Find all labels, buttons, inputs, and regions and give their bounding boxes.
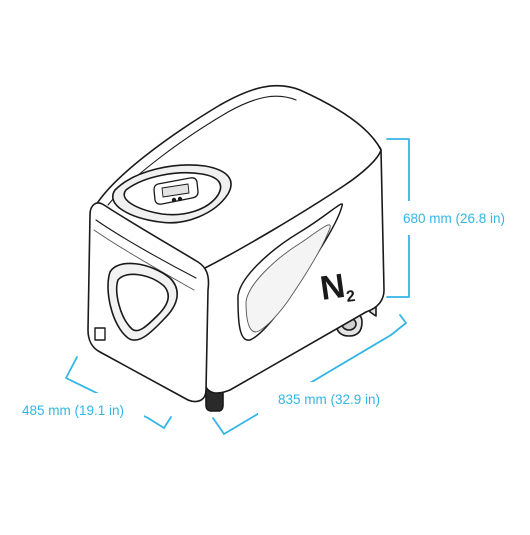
svg-text:2: 2 (345, 288, 356, 306)
power-switch (94, 327, 106, 341)
depth-label: 835 mm (32.9 in) (278, 392, 380, 407)
depth-dimension-line (212, 314, 407, 435)
height-label-box: 680 mm (26.8 in) (390, 201, 518, 235)
width-dimension-line (65, 356, 172, 429)
height-label: 680 mm (26.8 in) (403, 211, 505, 226)
width-label-box: 485 mm (19.1 in) (2, 393, 144, 427)
display-screen (153, 177, 199, 205)
front-vent (107, 262, 178, 341)
n2-logo: N 2 (318, 267, 357, 308)
width-label: 485 mm (19.1 in) (22, 403, 124, 418)
depth-label-box: 835 mm (32.9 in) (258, 382, 400, 416)
control-console (112, 164, 232, 224)
nitrogen-generator-device: N 2 (87, 84, 385, 412)
svg-text:N: N (318, 267, 348, 308)
